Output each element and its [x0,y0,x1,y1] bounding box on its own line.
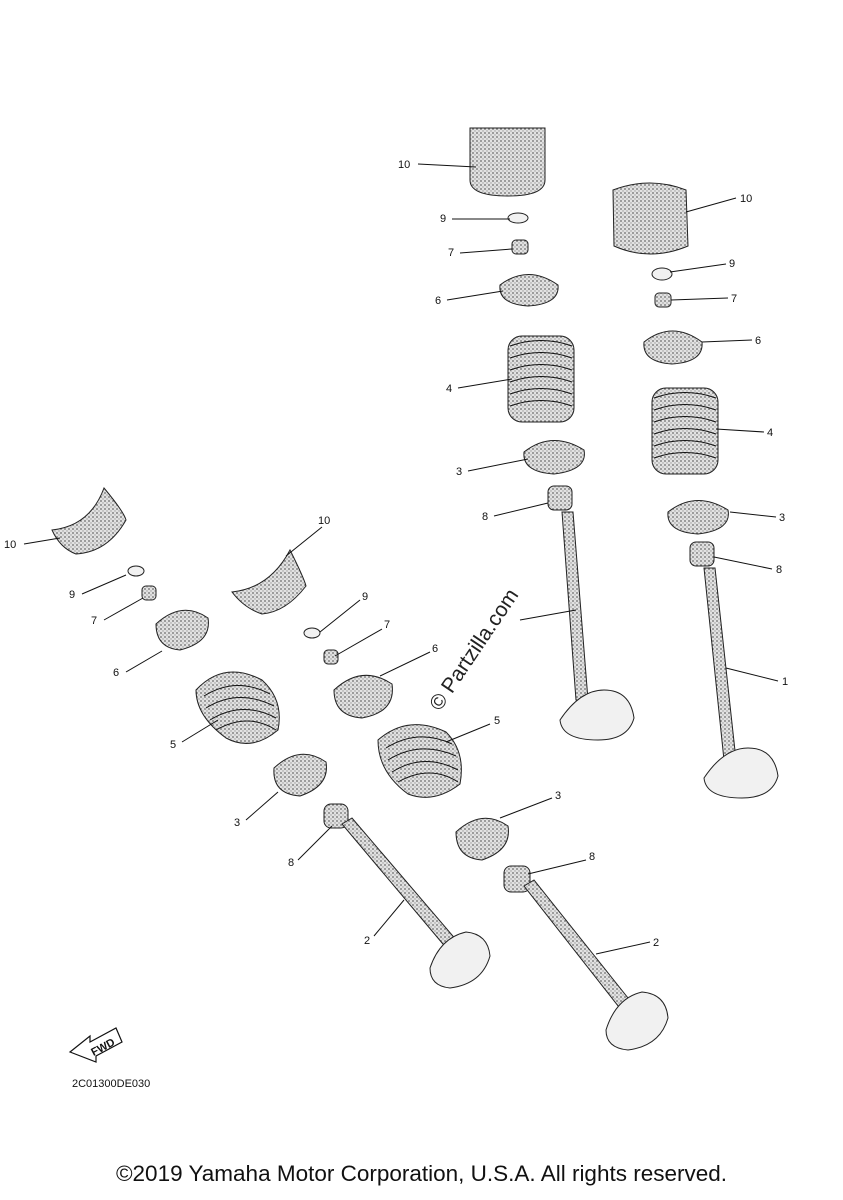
valve-lifter-d[interactable] [231,548,307,615]
shim-a[interactable] [507,212,529,224]
seal-c[interactable] [323,803,349,829]
seat-b[interactable] [667,500,729,535]
shim-b[interactable] [651,267,673,281]
callout-c8: 8 [288,857,294,869]
retainer-d[interactable] [333,674,393,719]
callout-d8: 8 [589,851,595,863]
spring-d[interactable] [377,724,462,798]
valve-1-a[interactable] [559,511,635,741]
callout-b3: 3 [779,512,785,524]
valve-assembly-c [51,487,491,989]
retainer-a[interactable] [499,274,559,307]
valve-lifter-c[interactable] [51,487,127,555]
callout-d9: 9 [362,591,368,603]
callout-a6: 6 [435,295,441,307]
spring-c[interactable] [195,671,280,744]
valve-lifter-b[interactable] [612,182,689,255]
callout-c9: 9 [69,589,75,601]
callout-b1: 1 [782,676,788,688]
callout-b9: 9 [729,258,735,270]
keeper-c[interactable] [141,585,157,601]
valve-assembly-a [469,127,635,741]
forward-arrow-icon: FWD [68,1027,123,1063]
seat-a[interactable] [523,440,585,475]
callout-d6: 6 [432,643,438,655]
callout-d10: 10 [318,515,330,527]
callout-b7: 7 [731,293,737,305]
callout-d5: 5 [494,715,500,727]
retainer-c[interactable] [155,609,209,651]
callout-a10: 10 [398,159,410,171]
keeper-b[interactable] [654,292,672,308]
callout-c7: 7 [91,615,97,627]
seal-d[interactable] [503,865,531,893]
callout-d7: 7 [384,619,390,631]
valve-1-b[interactable] [703,567,779,799]
callout-a4: 4 [446,383,452,395]
seat-d[interactable] [455,817,509,861]
retainer-b[interactable] [643,330,703,365]
callout-c10: 10 [4,539,16,551]
keeper-d[interactable] [323,649,339,665]
callout-d2: 2 [653,937,659,949]
valve-lifter-a[interactable] [469,127,546,197]
spring-b[interactable] [651,387,719,475]
seal-b[interactable] [689,541,715,567]
callout-a7: 7 [448,247,454,259]
seal-a[interactable] [547,485,573,511]
seat-c[interactable] [273,753,327,797]
valve-2-d[interactable] [523,879,669,1051]
callout-b6: 6 [755,335,761,347]
callout-d3: 3 [555,790,561,802]
shim-c[interactable] [127,565,145,577]
valve-2-c[interactable] [341,817,491,989]
copyright-notice: ©2019 Yamaha Motor Corporation, U.S.A. A… [115,1161,728,1186]
shim-d[interactable] [303,627,321,639]
callout-c2: 2 [364,935,370,947]
callout-a3: 3 [456,466,462,478]
spring-a[interactable] [507,335,575,423]
valve-assembly-d [231,548,669,1051]
callout-a9: 9 [440,213,446,225]
callout-a8: 8 [482,511,488,523]
callout-labels: 10 9 7 6 4 3 8 10 9 7 6 4 3 8 1 10 9 7 6… [4,159,788,949]
valve-assembly-b [612,182,779,799]
partzilla-watermark: © Partzilla.com [425,585,523,715]
callout-c3: 3 [234,817,240,829]
diagram-code: 2C01300DE030 [72,1078,150,1090]
keeper-a[interactable] [511,239,529,255]
callout-b8: 8 [776,564,782,576]
callout-c5: 5 [170,739,176,751]
callout-b10: 10 [740,193,752,205]
callout-b4: 4 [767,427,773,439]
callout-c6: 6 [113,667,119,679]
leader-lines [23,163,779,955]
